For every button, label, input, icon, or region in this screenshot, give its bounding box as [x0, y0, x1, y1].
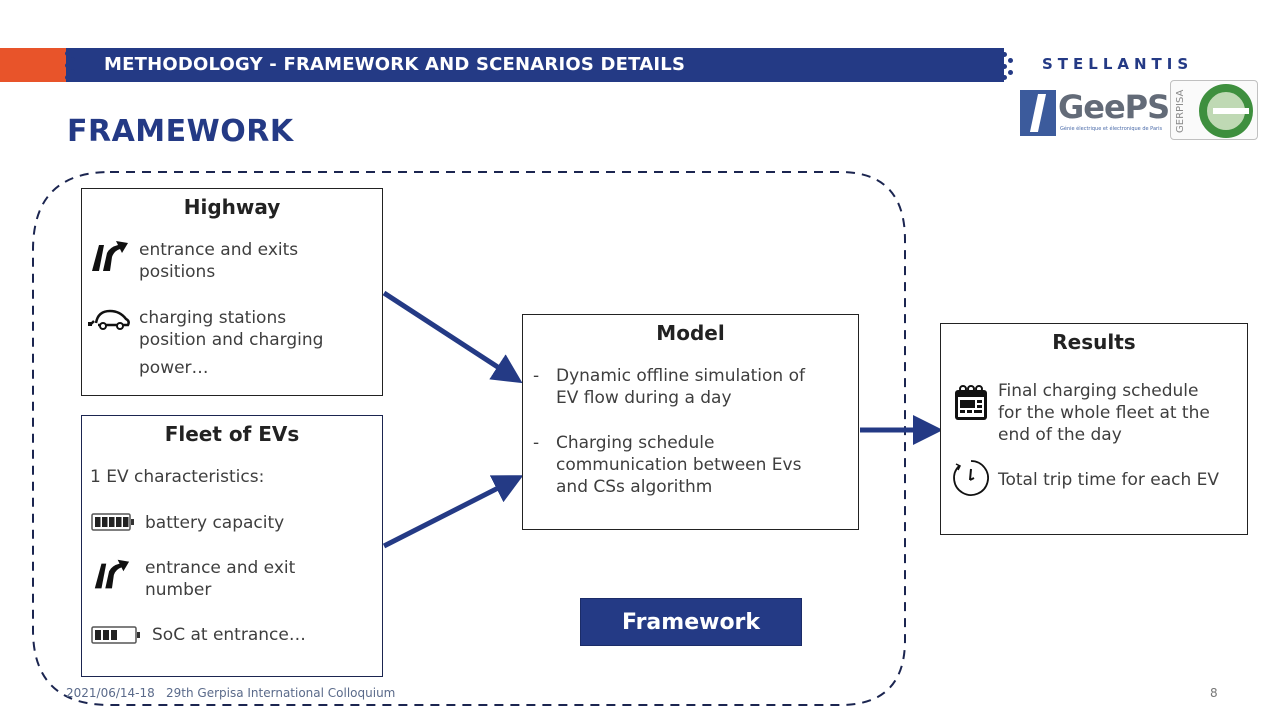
results-title: Results [1052, 330, 1136, 354]
banner-dots-left [62, 48, 76, 82]
highway-box: Highway entrance and exits positions cha… [81, 188, 383, 396]
fleet-item-1: battery capacity [145, 513, 285, 533]
model-item-2: Charging schedule communication between … [556, 433, 802, 497]
banner-dots-right [1000, 48, 1014, 82]
gerpisa-logo: GERPISA [1170, 80, 1258, 140]
highway-exit-icon [92, 241, 128, 271]
highway-title: Highway [183, 195, 281, 219]
header-banner-accent [0, 48, 66, 82]
gerpisa-wordmark: GERPISA [1175, 89, 1186, 133]
timer-icon [953, 460, 989, 496]
geeps-subtitle: Génie électrique et électronique de Pari… [1060, 126, 1163, 132]
geeps-mark-icon [1020, 90, 1056, 136]
fleet-intro: 1 EV characteristics: [90, 467, 265, 487]
results-item-1: Final charging schedule for the whole fl… [998, 381, 1210, 445]
fleet-box: Fleet of EVs 1 EV characteristics: batte… [81, 415, 383, 677]
highway-item-1: entrance and exits positions [139, 240, 299, 282]
stellantis-logo: STELLANTIS [1042, 55, 1194, 73]
gerpisa-emblem-icon [1199, 84, 1253, 138]
framework-label: Framework [580, 598, 802, 646]
highway-item-2: charging stations position and charging … [139, 308, 324, 378]
fleet-item-3: SoC at entrance… [152, 625, 306, 645]
results-item-2: Total trip time for each EV [998, 470, 1220, 490]
highway-exit-icon [94, 559, 130, 589]
model-box: Model - Dynamic offline simulation of EV… [522, 314, 859, 530]
model-title: Model [656, 321, 725, 345]
fleet-item-2: entrance and exit number [145, 558, 296, 600]
results-box: Results Final charging schedule for the … [940, 323, 1248, 535]
footer-event: 29th Gerpisa International Colloquium [166, 686, 396, 700]
banner-title: METHODOLOGY - FRAMEWORK AND SCENARIOS DE… [104, 54, 686, 75]
fleet-title: Fleet of EVs [164, 422, 300, 446]
arrow-highway-to-model [382, 290, 523, 384]
model-bullet-2: - [533, 433, 540, 453]
battery-partial-icon [91, 626, 140, 644]
calendar-icon [955, 385, 987, 420]
model-item-1: Dynamic offline simulation of EV flow du… [556, 366, 805, 408]
footer-date: 2021/06/14-18 [66, 686, 155, 700]
ev-charging-car-icon [88, 309, 130, 330]
battery-full-icon [91, 513, 134, 531]
geeps-wordmark: GeePS [1058, 88, 1170, 126]
header-banner [66, 48, 1004, 82]
model-bullet-1: - [533, 366, 540, 386]
geeps-logo: GeePS Génie électrique et électronique d… [1020, 88, 1170, 138]
page-number: 8 [1210, 686, 1218, 700]
page-title: FRAMEWORK [67, 114, 294, 149]
arrow-fleet-to-model [382, 475, 524, 549]
